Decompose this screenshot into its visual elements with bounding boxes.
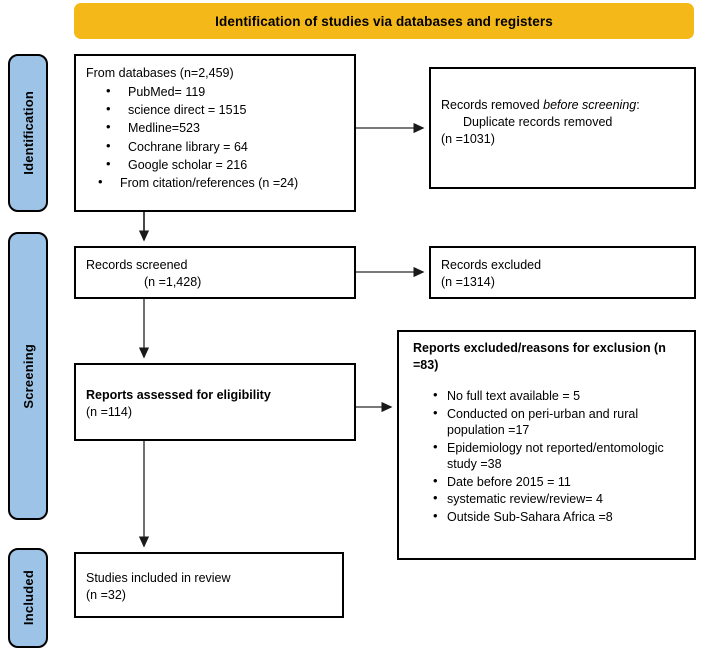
list-item: Epidemiology not reported/entomologic st… — [433, 439, 682, 473]
list-item: Google scholar = 216 — [106, 156, 344, 173]
list-item: From citation/references (n =24) — [98, 174, 344, 191]
box-removed-line-2: Duplicate records removed — [463, 114, 613, 129]
box-records-screened: Records screened (n =1,428) — [74, 246, 356, 299]
stage-label-screening-text: Screening — [20, 343, 36, 409]
box-removed-prefix: Records removed — [441, 98, 544, 112]
list-item: Medline=523 — [106, 119, 344, 136]
box-reasons-heading: Reports excluded/reasons for exclusion (… — [413, 341, 666, 372]
box-removed-suffix: : — [636, 98, 640, 112]
box-records-removed-before-screening: Records removed before screening: Duplic… — [429, 67, 696, 189]
stage-label-identification: Identification — [8, 54, 48, 212]
box-eligibility-line-1: Reports assessed for eligibility — [86, 388, 271, 402]
box-excluded-line-2: (n =1314) — [441, 274, 495, 289]
box-records-excluded: Records excluded (n =1314) — [429, 246, 696, 299]
box-excluded-line-1: Records excluded — [441, 258, 542, 272]
box-studies-included-in-review: Studies included in review (n =32) — [74, 552, 344, 618]
stage-label-screening: Screening — [8, 232, 48, 520]
stage-label-included-text: Included — [20, 570, 36, 626]
box-included-line-1: Studies included in review — [86, 571, 231, 585]
box-databases-heading: From databases (n=2,459) — [86, 66, 234, 80]
box-records-identified: From databases (n=2,459) PubMed= 119 sci… — [74, 54, 356, 212]
box-removed-line-1: Records removed before screening: — [441, 97, 684, 114]
stage-label-identification-text: Identification — [20, 91, 36, 175]
box-eligibility-line-2: (n =114) — [86, 404, 132, 419]
list-item: science direct = 1515 — [106, 101, 344, 118]
list-item: No full text available = 5 — [433, 387, 682, 404]
box-screened-line-1: Records screened — [86, 258, 188, 272]
list-item: systematic review/review= 4 — [433, 490, 682, 507]
list-item: Cochrane library = 64 — [106, 138, 344, 155]
list-item: Outside Sub-Sahara Africa =8 — [433, 508, 682, 525]
box-removed-line-3: (n =1031) — [441, 131, 495, 146]
header-banner: Identification of studies via databases … — [74, 3, 694, 39]
box-reports-assessed-for-eligibility: Reports assessed for eligibility (n =114… — [74, 363, 356, 441]
stage-label-included: Included — [8, 548, 48, 648]
page-title: Identification of studies via databases … — [215, 13, 553, 29]
list-item: PubMed= 119 — [106, 83, 344, 100]
list-item: Date before 2015 = 11 — [433, 472, 682, 490]
list-item: Conducted on peri-urban and rural popula… — [433, 405, 682, 439]
box-screened-line-2: (n =1,428) — [144, 274, 202, 289]
box-reasons-list: No full text available = 5 Conducted on … — [413, 387, 682, 526]
box-removed-italic: before screening — [543, 98, 637, 112]
box-databases-source-list: PubMed= 119 science direct = 1515 Medlin… — [86, 83, 344, 192]
box-reports-excluded-reasons: Reports excluded/reasons for exclusion (… — [397, 330, 696, 560]
box-included-line-2: (n =32) — [86, 587, 126, 602]
